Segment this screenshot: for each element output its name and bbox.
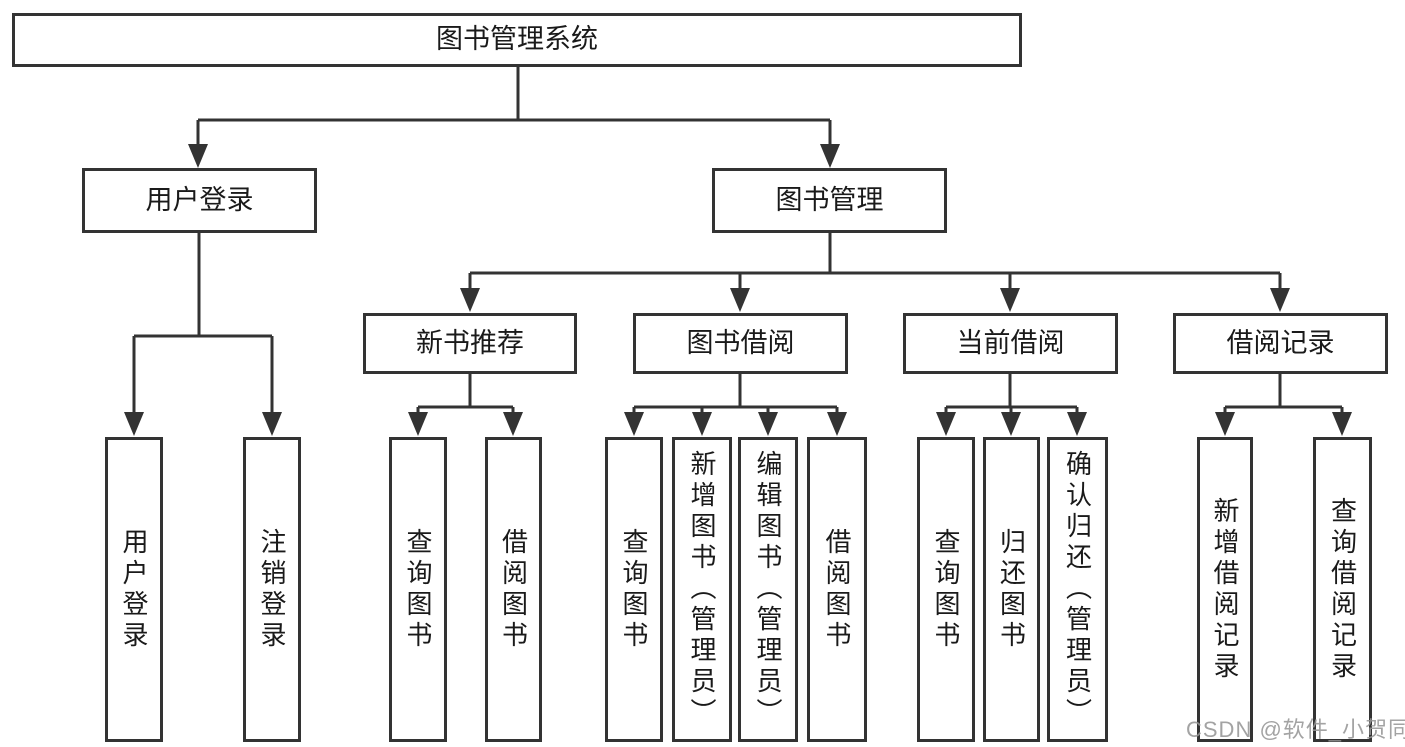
arrowhead-icon (124, 412, 144, 436)
node-new-books-label: 新书推荐 (416, 327, 524, 358)
node-leaf-cb-return-books-label: 归还图书 (996, 527, 1027, 652)
node-book-mgmt: 图书管理 (712, 168, 947, 233)
connector-line (632, 374, 839, 414)
node-leaf-cb-confirm-return-admin-label: 确认归还（管理员） (1062, 450, 1093, 729)
node-leaf-logout: 注销登录 (243, 437, 301, 742)
node-current-borrow: 当前借阅 (903, 313, 1118, 374)
node-leaf-user-login: 用户登录 (105, 437, 163, 742)
connector-new-books-children (408, 374, 523, 436)
node-current-borrow-label: 当前借阅 (956, 327, 1065, 358)
connector-line (132, 233, 274, 414)
arrowhead-icon (503, 412, 523, 436)
node-book-borrow: 图书借阅 (633, 313, 848, 374)
connector-line (944, 374, 1079, 414)
connector-line (196, 67, 832, 146)
arrowhead-icon (1215, 412, 1235, 436)
arrowhead-icon (820, 144, 840, 168)
node-new-books: 新书推荐 (363, 313, 577, 374)
arrowhead-icon (936, 412, 956, 436)
node-leaf-bb-edit-books-admin-label: 编辑图书（管理员） (753, 450, 783, 729)
node-leaf-nb-query-books-label: 查询图书 (403, 527, 433, 652)
connector-current-borrow-children (936, 374, 1087, 436)
connector-line (468, 233, 1282, 290)
arrowhead-icon (1067, 412, 1087, 436)
arrowhead-icon (188, 144, 208, 168)
watermark: CSDN @软件_小贺同学 (1186, 717, 1405, 742)
connector-book-mgmt-children (460, 233, 1290, 312)
node-leaf-bb-edit-books-admin: 编辑图书（管理员） (738, 437, 798, 742)
node-leaf-cb-return-books: 归还图书 (983, 437, 1040, 742)
node-leaf-cb-query-books-label: 查询图书 (931, 527, 961, 652)
node-leaf-cb-confirm-return-admin: 确认归还（管理员） (1047, 437, 1108, 742)
arrowhead-icon (1270, 288, 1290, 312)
node-leaf-bb-query-books: 查询图书 (605, 437, 663, 742)
arrowhead-icon (460, 288, 480, 312)
node-leaf-bb-borrow-books-label: 借阅图书 (822, 527, 852, 652)
connector-line (416, 374, 515, 414)
node-leaf-br-add-record: 新增借阅记录 (1197, 437, 1253, 742)
arrowhead-icon (827, 412, 847, 436)
node-leaf-br-query-record: 查询借阅记录 (1313, 437, 1372, 742)
node-leaf-nb-query-books: 查询图书 (389, 437, 447, 742)
node-leaf-bb-add-books-admin-label: 新增图书（管理员） (687, 450, 717, 729)
connector-line (1223, 374, 1344, 414)
connector-root-children (188, 67, 840, 168)
node-leaf-bb-query-books-label: 查询图书 (619, 527, 649, 652)
arrowhead-icon (1332, 412, 1352, 436)
arrowhead-icon (408, 412, 428, 436)
node-leaf-bb-borrow-books: 借阅图书 (807, 437, 867, 742)
node-leaf-bb-add-books-admin: 新增图书（管理员） (672, 437, 732, 742)
connector-book-borrow-children (624, 374, 847, 436)
connector-borrow-records-children (1215, 374, 1352, 436)
node-root-label: 图书管理系统 (436, 24, 598, 55)
arrowhead-icon (262, 412, 282, 436)
arrowhead-icon (692, 412, 712, 436)
node-leaf-logout-label: 注销登录 (257, 527, 287, 652)
arrowhead-icon (730, 288, 750, 312)
connector-user-login-children (124, 233, 282, 436)
node-user-login-label: 用户登录 (145, 184, 254, 215)
node-book-borrow-label: 图书借阅 (686, 327, 795, 358)
node-leaf-br-query-record-label: 查询借阅记录 (1327, 496, 1358, 683)
node-borrow-records-label: 借阅记录 (1226, 327, 1335, 358)
node-borrow-records: 借阅记录 (1173, 313, 1388, 374)
node-book-mgmt-label: 图书管理 (775, 184, 884, 215)
node-root: 图书管理系统 (12, 13, 1022, 67)
arrowhead-icon (758, 412, 778, 436)
arrowhead-icon (1001, 412, 1021, 436)
node-leaf-br-add-record-label: 新增借阅记录 (1210, 496, 1240, 683)
node-leaf-cb-query-books: 查询图书 (917, 437, 975, 742)
node-user-login: 用户登录 (82, 168, 317, 233)
arrowhead-icon (624, 412, 644, 436)
arrowhead-icon (1000, 288, 1020, 312)
node-leaf-nb-borrow-books: 借阅图书 (485, 437, 542, 742)
node-leaf-nb-borrow-books-label: 借阅图书 (498, 527, 529, 652)
node-leaf-user-login-label: 用户登录 (119, 527, 149, 652)
